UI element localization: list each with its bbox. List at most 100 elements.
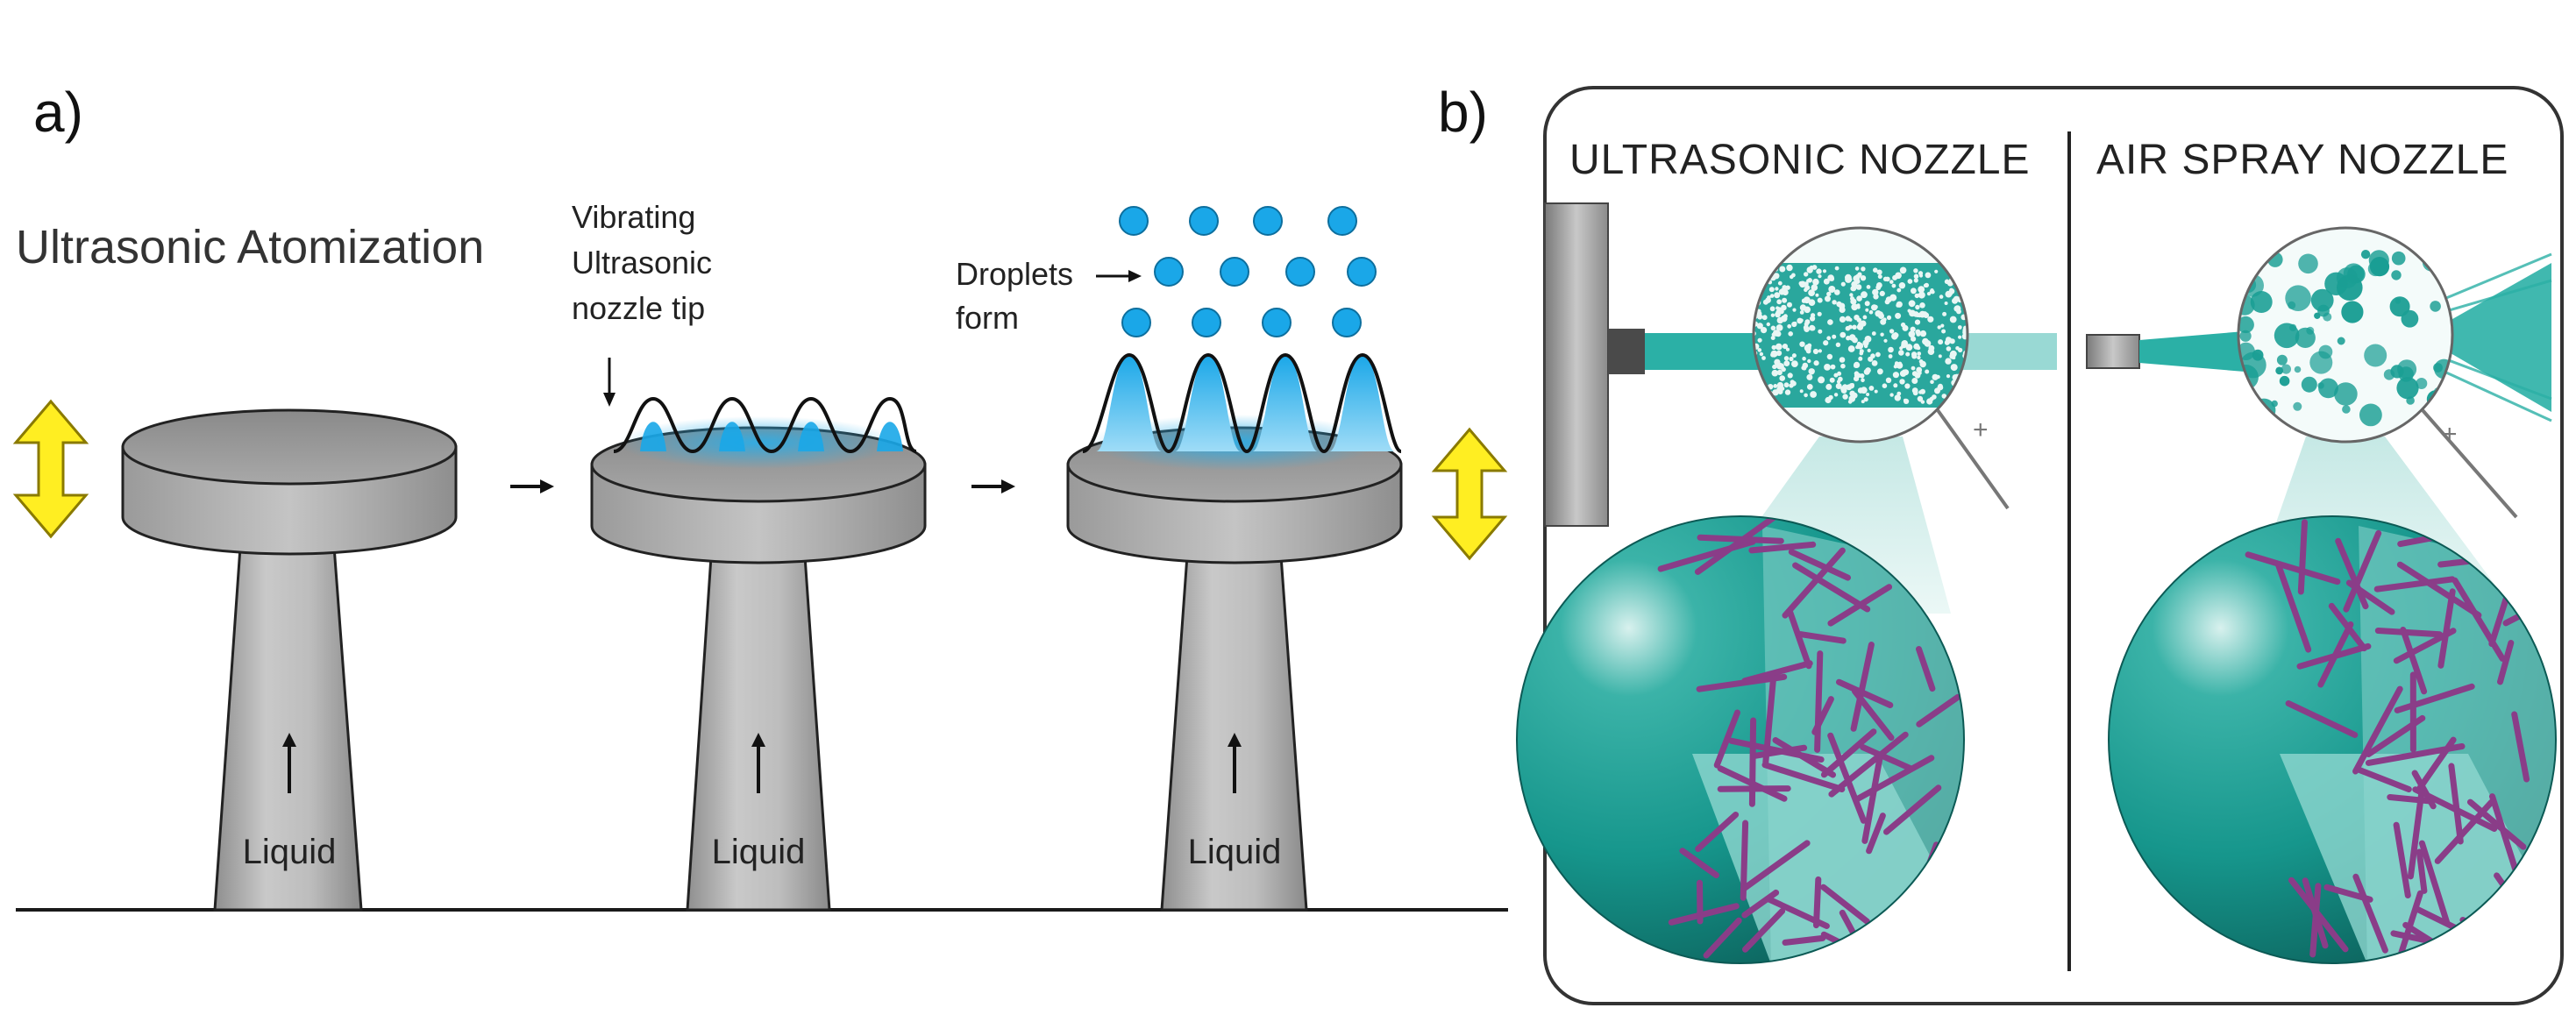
nanowire-fiber bbox=[1679, 848, 1719, 878]
fine-droplet bbox=[1889, 280, 1894, 284]
fine-droplet bbox=[1777, 280, 1783, 286]
fine-droplet bbox=[1787, 373, 1793, 379]
fine-droplet bbox=[1925, 272, 1932, 279]
fine-droplet bbox=[1775, 287, 1779, 291]
coarse-droplet bbox=[2298, 253, 2318, 274]
fine-droplet bbox=[1776, 325, 1780, 330]
fine-droplet bbox=[1810, 391, 1818, 398]
fine-droplet bbox=[1770, 336, 1775, 340]
fine-droplet bbox=[1937, 384, 1944, 391]
fine-droplet bbox=[1946, 346, 1952, 351]
fine-droplet bbox=[1772, 364, 1777, 369]
fine-droplet bbox=[1807, 343, 1812, 348]
nanowire-fiber bbox=[1695, 812, 1740, 852]
fine-droplet bbox=[1856, 295, 1862, 302]
fine-droplet bbox=[1782, 288, 1789, 296]
coarse-droplet bbox=[2430, 301, 2441, 312]
fine-droplet bbox=[1918, 291, 1925, 299]
fine-droplet bbox=[1769, 294, 1775, 298]
liquid-label: Liquid bbox=[243, 833, 337, 871]
fine-droplet bbox=[1804, 322, 1809, 327]
coarse-droplet bbox=[2360, 250, 2371, 259]
nanowire-fiber bbox=[1820, 728, 1877, 778]
fine-droplet bbox=[1789, 383, 1794, 388]
fine-droplet bbox=[1936, 374, 1940, 380]
fine-droplet bbox=[1858, 356, 1863, 361]
liquid-flow-arrowhead bbox=[1228, 733, 1242, 747]
fine-droplet bbox=[1804, 393, 1808, 398]
nanowire-fiber bbox=[2317, 621, 2354, 688]
nanowire-fiber bbox=[2352, 685, 2403, 775]
fine-droplet bbox=[1851, 303, 1859, 311]
fine-droplet bbox=[1893, 383, 1898, 388]
fine-droplet bbox=[1873, 267, 1878, 273]
fine-droplet bbox=[1808, 368, 1815, 375]
nanowire-fiber bbox=[2418, 840, 2451, 926]
fine-droplet bbox=[1830, 364, 1836, 370]
fine-droplet bbox=[1761, 327, 1768, 334]
fine-droplet bbox=[1783, 360, 1790, 366]
fine-droplet bbox=[1832, 334, 1837, 339]
fine-droplet bbox=[1825, 295, 1831, 302]
fine-droplet bbox=[1807, 278, 1812, 283]
nanowire-fiber bbox=[1820, 884, 1870, 925]
ultrasonic-nozzle-side: + bbox=[1516, 202, 2057, 964]
fine-droplet bbox=[1937, 325, 1941, 330]
coarse-droplet bbox=[2337, 274, 2363, 302]
droplet bbox=[1121, 308, 1151, 337]
coarse-droplet bbox=[2317, 382, 2324, 389]
fine-droplet bbox=[1888, 346, 1894, 353]
fine-droplet bbox=[1949, 352, 1956, 359]
fine-droplet bbox=[1779, 375, 1785, 381]
nanowire-fiber bbox=[2343, 529, 2382, 613]
droplet bbox=[1220, 257, 1249, 287]
coarse-droplet bbox=[2391, 270, 2402, 280]
coarse-droplet bbox=[2293, 401, 2302, 411]
fine-droplet bbox=[1816, 268, 1822, 274]
fine-droplet bbox=[1938, 354, 1942, 358]
nanowire-fiber bbox=[1782, 934, 1826, 946]
svg-text:+: + bbox=[2442, 420, 2458, 449]
nanowire-fiber bbox=[2356, 766, 2412, 792]
spray-stream bbox=[2139, 331, 2245, 372]
fine-droplet bbox=[1864, 301, 1870, 307]
coarse-droplet bbox=[2383, 369, 2395, 380]
fine-droplet bbox=[1953, 305, 1960, 312]
fine-droplet bbox=[1911, 287, 1917, 295]
fine-droplet bbox=[1861, 378, 1865, 383]
nanowire-fiber bbox=[2437, 588, 2456, 669]
fine-droplet bbox=[1791, 360, 1798, 367]
nanowire-fiber bbox=[1813, 876, 1822, 929]
fine-droplet bbox=[1818, 376, 1825, 384]
liquid-label: Liquid bbox=[712, 833, 806, 871]
fine-droplet bbox=[1855, 344, 1860, 350]
nanowire-fiber bbox=[2335, 537, 2369, 610]
magnifier-handle bbox=[2421, 408, 2518, 519]
nozzle-stage-3: Droplets form Liquid bbox=[956, 206, 1403, 912]
coarse-droplet bbox=[2294, 366, 2302, 373]
nanowire-fiber bbox=[1697, 534, 1784, 544]
fine-droplet bbox=[1874, 304, 1878, 309]
nanowire-fiber bbox=[2412, 786, 2498, 832]
fine-droplet bbox=[1957, 325, 1962, 330]
fine-droplet bbox=[1918, 371, 1922, 375]
panel-b: b) ULTRASONIC NOZZLE AIR SPRAY NOZZLE bbox=[1438, 81, 2564, 1005]
nanowire-fiber bbox=[1852, 755, 1935, 804]
fine-droplet bbox=[1785, 347, 1790, 351]
fine-droplet bbox=[1804, 306, 1811, 314]
fine-droplet bbox=[1927, 348, 1935, 356]
nanowire-fiber bbox=[1696, 673, 1788, 692]
fine-droplet bbox=[1896, 301, 1903, 308]
fine-droplet bbox=[1850, 383, 1854, 387]
fine-droplet bbox=[1942, 311, 1947, 316]
droplet bbox=[1285, 257, 1315, 287]
fine-droplet bbox=[1855, 284, 1862, 290]
coarse-droplet bbox=[2389, 296, 2410, 317]
fine-droplet bbox=[1826, 336, 1832, 341]
fine-droplet bbox=[1930, 380, 1934, 385]
vibration-arrow-left-icon bbox=[12, 399, 89, 539]
ultrasonic-nozzle-heading: ULTRASONIC NOZZLE bbox=[1569, 137, 2031, 183]
fine-droplet bbox=[1806, 373, 1813, 380]
fine-droplet bbox=[1877, 370, 1882, 375]
nanowire-fiber bbox=[2394, 683, 2475, 713]
